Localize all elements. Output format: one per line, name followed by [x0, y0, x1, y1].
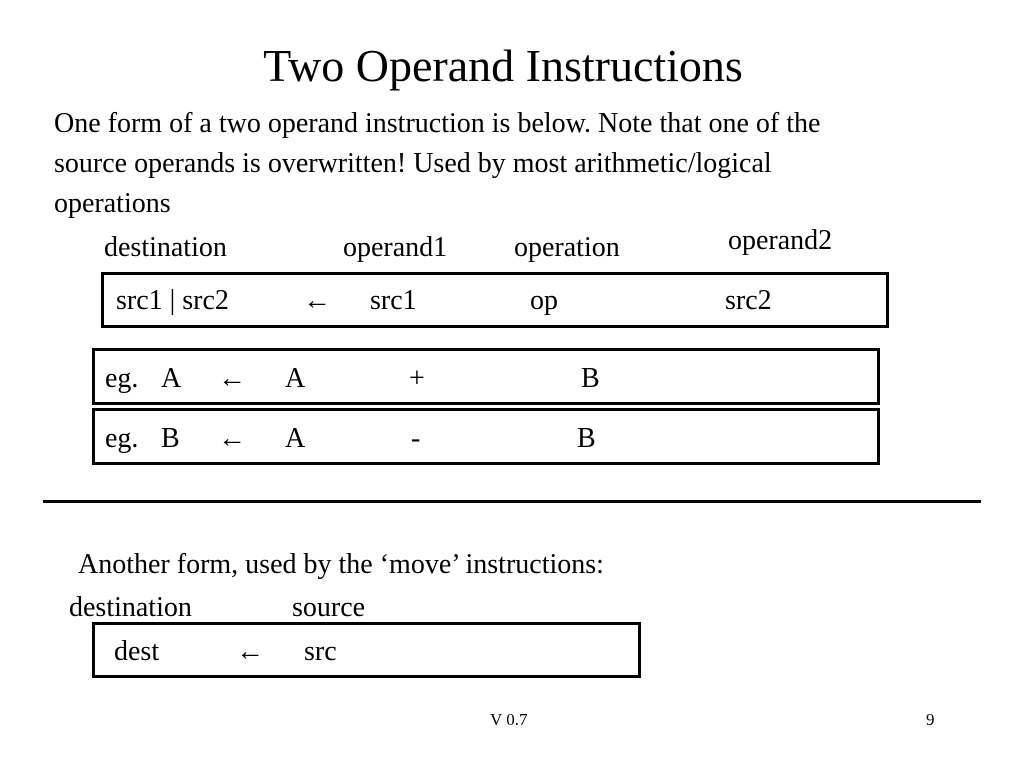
section-divider — [43, 500, 981, 503]
format-dest: src1 | src2 — [116, 285, 229, 316]
move-source: src — [304, 636, 337, 667]
left-arrow-icon: ← — [218, 363, 246, 394]
example-operand2: B — [577, 423, 596, 454]
example-prefix: eg. — [105, 423, 139, 454]
page-number: 9 — [926, 710, 935, 729]
example-box-sub: eg. B ← A - B — [92, 408, 880, 465]
example-operand1: A — [285, 423, 306, 454]
example-operand2: B — [581, 363, 600, 394]
label-operand1: operand1 — [343, 232, 448, 263]
left-arrow-icon: ← — [303, 285, 331, 316]
example-dest: B — [161, 423, 180, 454]
version-label: V 0.7 — [490, 710, 528, 729]
label-operation: operation — [514, 232, 620, 263]
left-arrow-icon: ← — [218, 423, 246, 454]
move-dest: dest — [114, 636, 160, 667]
intro-text: One form of a two operand instruction is… — [54, 108, 821, 219]
left-arrow-icon: ← — [236, 636, 264, 667]
label-destination: destination — [104, 232, 227, 263]
example-operation: + — [409, 363, 425, 394]
format-operation: op — [530, 285, 558, 316]
move-format-box: dest ← src — [92, 622, 641, 678]
example-operand1: A — [285, 363, 306, 394]
label-destination: destination — [69, 592, 192, 623]
example-dest: A — [161, 363, 182, 394]
move-form-intro: Another form, used by the ‘move’ instruc… — [78, 549, 604, 580]
example-operation: - — [411, 423, 421, 454]
instruction-format-box: src1 | src2 ← src1 op src2 — [101, 272, 889, 328]
example-box-add: eg. A ← A + B — [92, 348, 880, 405]
slide-title: Two Operand Instructions — [263, 40, 743, 91]
format-operand2: src2 — [725, 285, 772, 316]
format-operand1: src1 — [370, 285, 417, 316]
example-prefix: eg. — [105, 363, 139, 394]
label-source: source — [292, 592, 366, 623]
label-operand2: operand2 — [728, 225, 833, 256]
